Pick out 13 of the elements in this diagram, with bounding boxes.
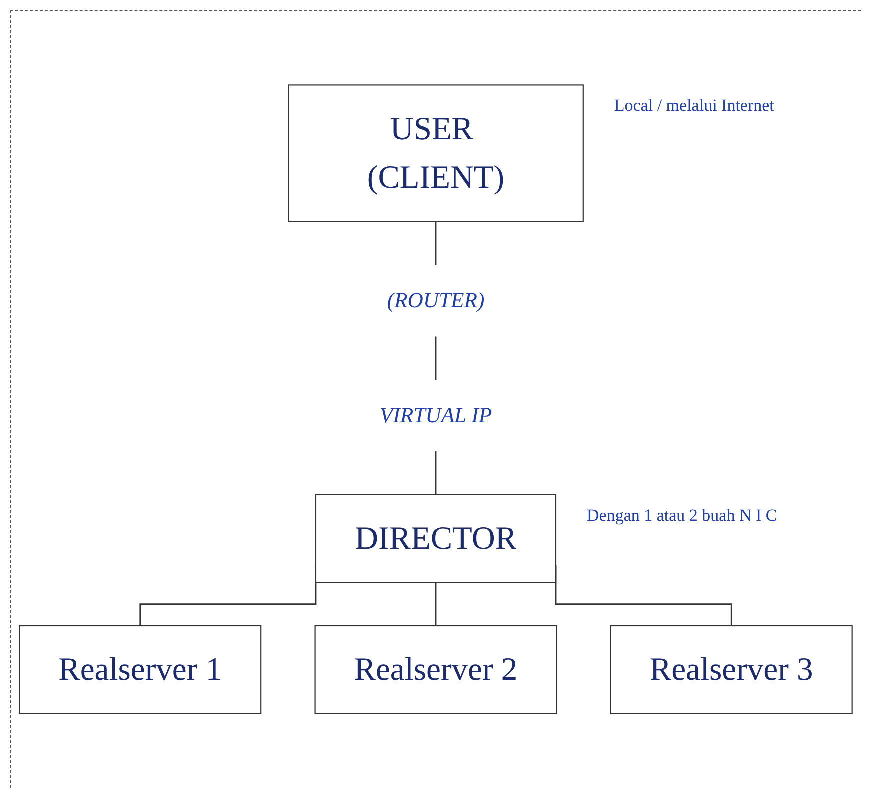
- connector: [435, 222, 437, 266]
- node-text: (ROUTER): [387, 288, 485, 313]
- node-box: DIRECTOR: [315, 494, 557, 584]
- node-note: Dengan 1 atau 2 buah N I C: [587, 506, 778, 526]
- node-box: USER (CLIENT): [288, 84, 584, 222]
- connector: [435, 336, 437, 381]
- node-box: Realserver 1: [19, 625, 262, 714]
- connector: [435, 582, 437, 627]
- node-box: Realserver 2: [314, 625, 558, 714]
- node-text: VIRTUAL IP: [380, 404, 492, 428]
- node-box: Realserver 3: [610, 625, 853, 714]
- node-note: Local / melalui Internet: [614, 96, 774, 116]
- connector: [435, 452, 437, 496]
